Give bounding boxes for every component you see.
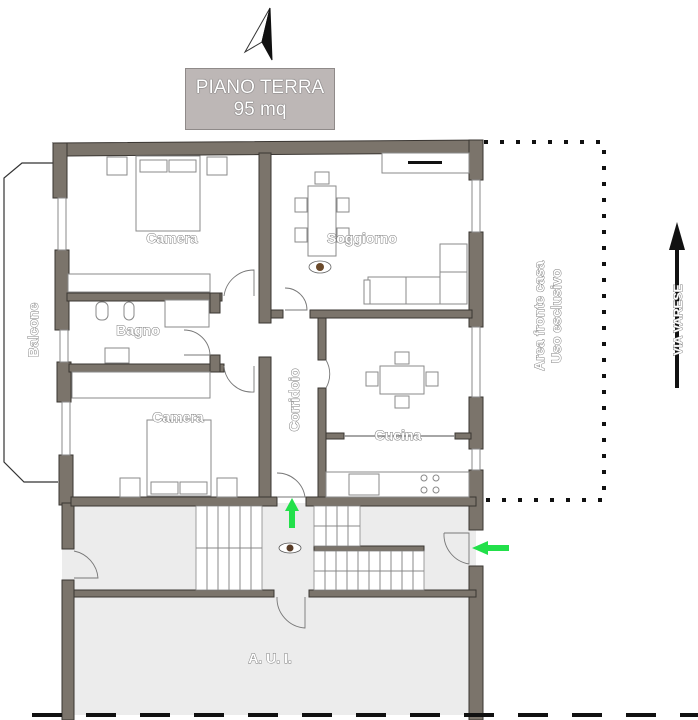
walls — [51, 139, 484, 720]
room-label-camera-top: Camera — [146, 230, 198, 246]
dining-table — [294, 171, 350, 257]
room-label-aui: A. U. I. — [248, 650, 292, 666]
room-label-soggiorno: Soggiorno — [327, 230, 397, 246]
area-fronte-casa-label: Area fronte casa — [531, 261, 547, 371]
person-stairwell-icon — [278, 542, 302, 554]
floor-title-box: PIANO TERRA 95 mq — [185, 68, 335, 130]
uso-esclusivo-label: Uso esclusivo — [548, 269, 564, 363]
north-arrow-icon — [243, 7, 273, 61]
kitchen-table — [365, 351, 439, 409]
kitchen-counter — [325, 471, 470, 498]
wardrobe-bottom — [71, 371, 211, 399]
floor-area: 95 mq — [233, 99, 287, 120]
room-label-camera-bottom: Camera — [152, 409, 204, 425]
bathroom-fixtures — [95, 299, 210, 364]
bed-bottom — [119, 419, 238, 498]
floor-title: PIANO TERRA — [195, 77, 325, 98]
room-label-bagno: Bagno — [116, 322, 160, 338]
tv — [408, 161, 442, 164]
sofa — [363, 243, 468, 305]
room-label-corridoio: Corridoio — [286, 369, 302, 432]
wardrobe-top — [67, 273, 211, 293]
street-label: VIA VARESE — [671, 284, 685, 355]
room-label-cucina: Cucina — [375, 427, 422, 443]
person-icon — [308, 260, 332, 274]
stairs — [195, 505, 425, 591]
bed-top — [106, 155, 228, 232]
balcone-outline — [3, 162, 58, 483]
entry-arrow-up-icon — [285, 498, 299, 528]
windows — [57, 179, 481, 471]
doors — [73, 269, 470, 629]
room-label-balcone: Balcone — [25, 303, 41, 358]
entry-arrow-left-icon — [472, 541, 509, 555]
street-direction-arrow-icon — [669, 222, 685, 388]
